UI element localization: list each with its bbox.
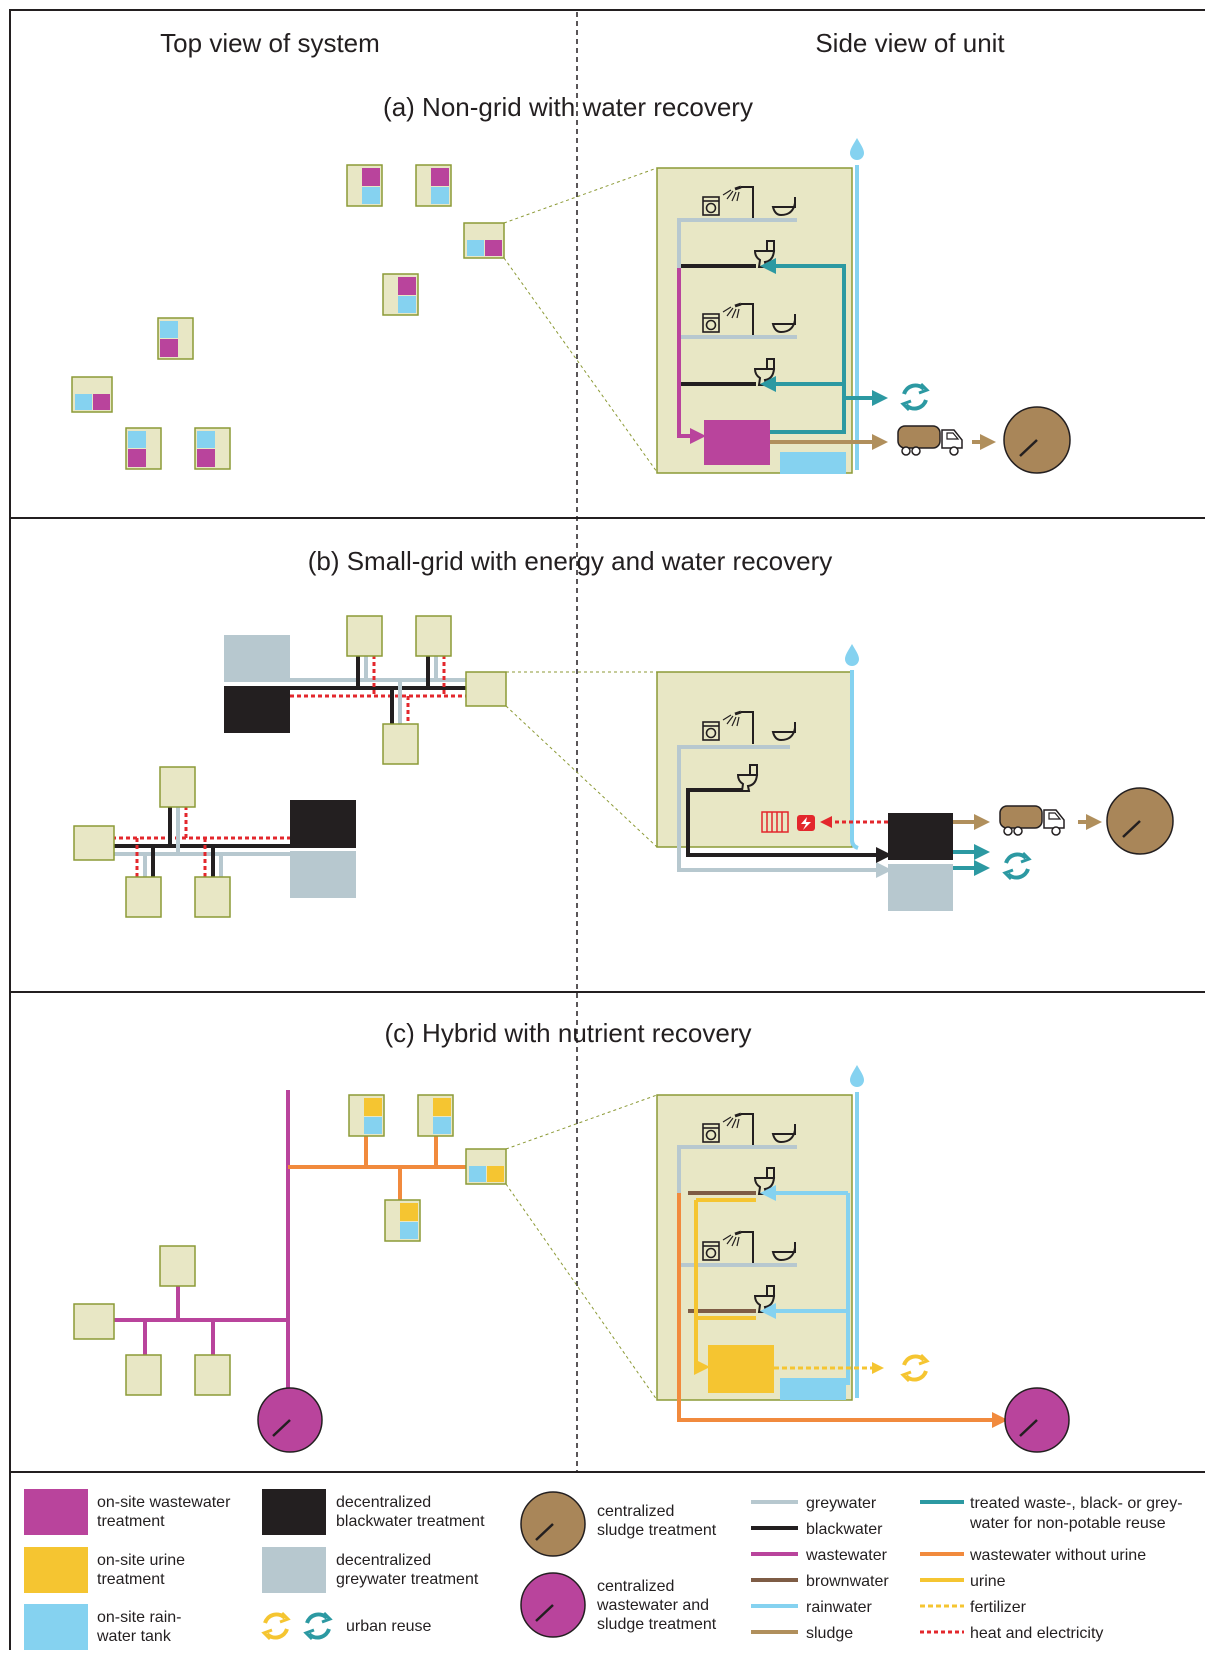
house	[346, 615, 383, 657]
onsite-rainwater-tank	[780, 452, 846, 474]
recycle-icon	[901, 382, 929, 412]
legend-label: wastewater	[805, 1547, 888, 1564]
panel-a-side-view	[656, 138, 1071, 474]
legend-label: heat and electricity	[970, 1625, 1103, 1642]
panel-c-title: (c) Hybrid with nutrient recovery	[385, 1018, 752, 1048]
header-top-view: Top view of system	[160, 28, 380, 58]
house-selected	[463, 222, 505, 259]
frame	[9, 9, 1205, 1650]
legend-label: brownwater	[806, 1573, 889, 1590]
recycle-icon	[901, 1353, 929, 1383]
house	[125, 876, 162, 918]
water-drop-icon	[845, 644, 859, 666]
house	[194, 1354, 231, 1396]
house	[384, 1199, 421, 1242]
centralized-wastewater-and-sludge-treatment	[257, 1387, 323, 1453]
panel-a-zoom-lines	[503, 167, 658, 473]
onsite-wastewater-treatment	[704, 420, 770, 465]
onsite-urine-treatment	[708, 1345, 774, 1393]
decentralized-greywater-treatment	[290, 851, 356, 898]
recycle-icon	[304, 1611, 332, 1641]
legend-label-urban-reuse: urban reuse	[346, 1618, 431, 1635]
house	[159, 766, 196, 808]
legend-label: fertilizer	[970, 1599, 1027, 1616]
panel-b-title: (b) Small-grid with energy and water rec…	[308, 546, 833, 576]
house	[346, 164, 383, 207]
house	[159, 1245, 196, 1287]
house	[417, 1094, 454, 1137]
decentralized-greywater-treatment	[224, 635, 290, 682]
house	[194, 427, 231, 470]
centralized-wastewater-and-sludge-treatment	[1004, 1387, 1070, 1453]
legend-label: urine	[970, 1573, 1006, 1590]
recycle-icon	[262, 1611, 290, 1641]
centralized-sludge-treatment	[1106, 787, 1174, 855]
legend-swatch-dec-blackwater	[262, 1489, 326, 1535]
truck-icon	[999, 805, 1065, 836]
legend-lines-mid: greywater blackwater wastewater brownwat…	[751, 1495, 889, 1642]
decentralized-blackwater-treatment	[290, 800, 356, 848]
heat-power-icon	[797, 815, 815, 831]
panel-a-title: (a) Non-grid with water recovery	[383, 92, 753, 122]
legend-swatch-dec-greywater	[262, 1547, 326, 1593]
house	[125, 1354, 162, 1396]
radiator-icon	[761, 811, 789, 833]
house	[415, 615, 452, 657]
legend-label: on-site rain-water tank	[96, 1609, 181, 1645]
house	[382, 273, 419, 316]
house	[415, 164, 452, 207]
house-selected	[465, 1148, 507, 1185]
panel-c-top-view	[73, 1090, 507, 1453]
legend-label: wastewater without urine	[969, 1547, 1146, 1564]
house	[73, 1303, 115, 1340]
panel-b-zoom-lines	[505, 671, 658, 848]
panel-a-top-view	[71, 164, 505, 470]
house-selected	[465, 671, 507, 707]
legend-label: greywater	[806, 1495, 877, 1512]
house	[73, 825, 115, 861]
legend-label: treated waste-, black- or grey-water for…	[969, 1495, 1183, 1532]
decentralized-blackwater-treatment	[888, 813, 953, 860]
house	[348, 1094, 385, 1137]
panel-b-side-view	[656, 644, 1174, 911]
legend-label: blackwater	[806, 1521, 883, 1538]
onsite-rainwater-tank	[780, 1378, 846, 1400]
legend-swatch-central-ww	[520, 1572, 586, 1638]
legend-swatch-onsite-wastewater	[24, 1489, 88, 1535]
house	[71, 376, 113, 413]
centralized-sludge-treatment	[1003, 406, 1071, 474]
decentralized-blackwater-treatment	[224, 686, 290, 733]
truck-icon	[897, 425, 963, 456]
header-side-view: Side view of unit	[815, 28, 1005, 58]
house	[157, 317, 194, 360]
house	[194, 876, 231, 918]
house	[382, 723, 419, 765]
decentralized-greywater-treatment	[888, 864, 953, 911]
water-drop-icon	[850, 1065, 864, 1087]
panel-c-zoom-lines	[505, 1094, 658, 1401]
house	[125, 427, 162, 470]
legend-label: rainwater	[806, 1599, 872, 1616]
panel-b-top-view	[73, 615, 507, 918]
legend-swatch-onsite-urine	[24, 1547, 88, 1593]
panel-c-side-view	[656, 1065, 1070, 1453]
legend-label: sludge	[806, 1625, 853, 1642]
water-drop-icon	[850, 138, 864, 160]
legend-lines-right: treated waste-, black- or grey-water for…	[920, 1495, 1183, 1642]
recycle-icon	[1003, 851, 1031, 881]
legend-swatch-onsite-rainwater	[24, 1604, 88, 1650]
legend-swatch-central-sludge	[520, 1491, 586, 1557]
